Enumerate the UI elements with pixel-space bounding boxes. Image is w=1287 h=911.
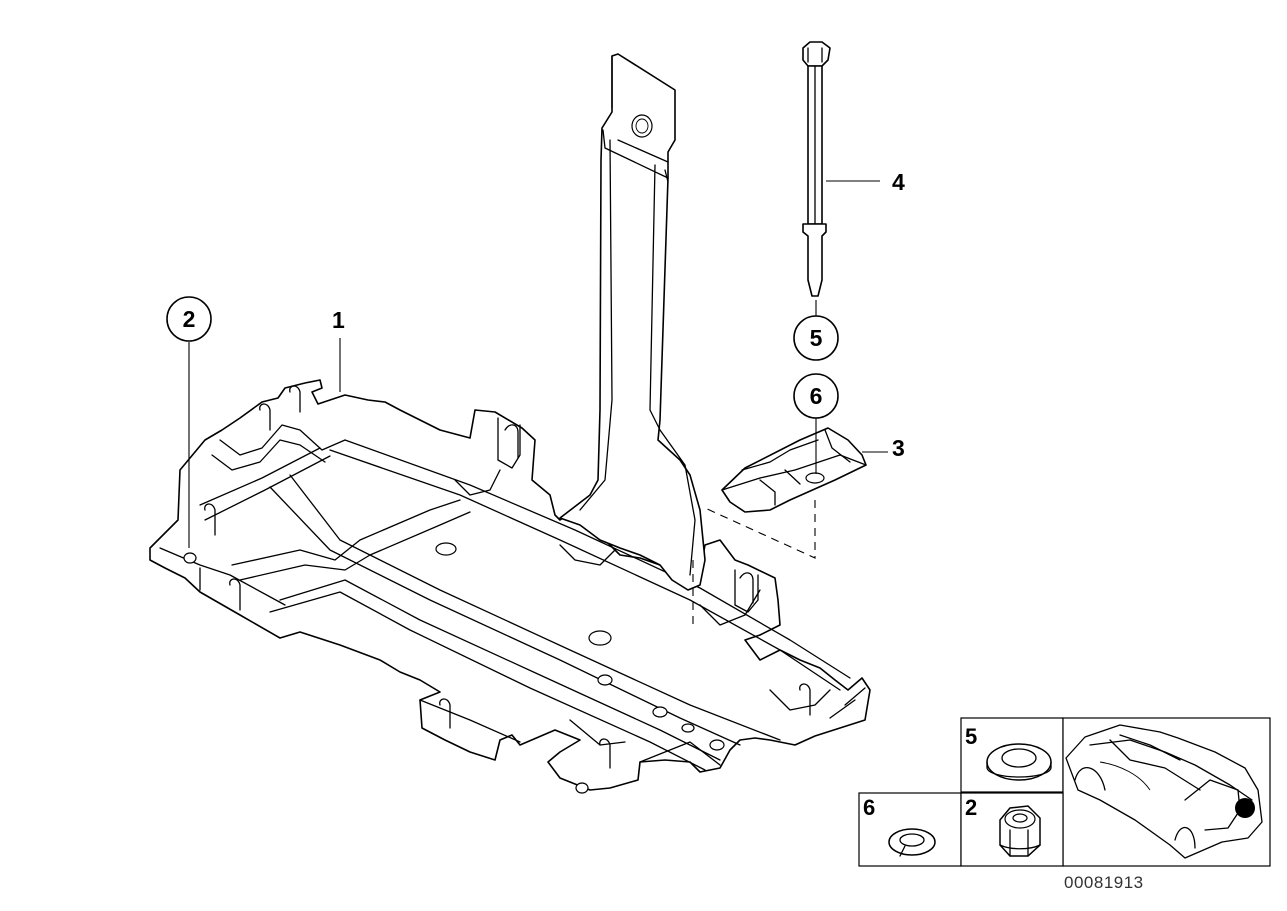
battery-tray[interactable] — [149, 379, 871, 794]
label-part-2: 2 — [183, 306, 196, 332]
inset-label-6: 6 — [863, 795, 875, 820]
spring-washer-icon — [888, 828, 936, 857]
callout-part-6[interactable]: 6 — [793, 373, 839, 419]
label-part-3: 3 — [892, 435, 905, 461]
bolt[interactable] — [802, 41, 831, 297]
callout-part-2[interactable]: 2 — [166, 296, 212, 342]
label-part-5: 5 — [810, 325, 823, 351]
hex-nut-icon — [999, 805, 1041, 857]
label-part-1: 1 — [332, 307, 345, 333]
clamp[interactable] — [721, 427, 867, 513]
inset-label-2: 2 — [965, 795, 977, 820]
inset-panel: 5 6 2 — [858, 717, 1271, 867]
label-part-4: 4 — [892, 169, 905, 195]
vertical-bracket[interactable] — [559, 53, 706, 591]
inset-label-5: 5 — [965, 724, 977, 749]
alignment-line — [704, 500, 816, 559]
callout-part-5[interactable]: 5 — [793, 315, 839, 361]
car-location-icon — [1065, 724, 1263, 859]
label-part-6: 6 — [810, 383, 823, 409]
diagram-code: 00081913 — [1064, 873, 1144, 892]
washer-icon — [986, 743, 1052, 781]
